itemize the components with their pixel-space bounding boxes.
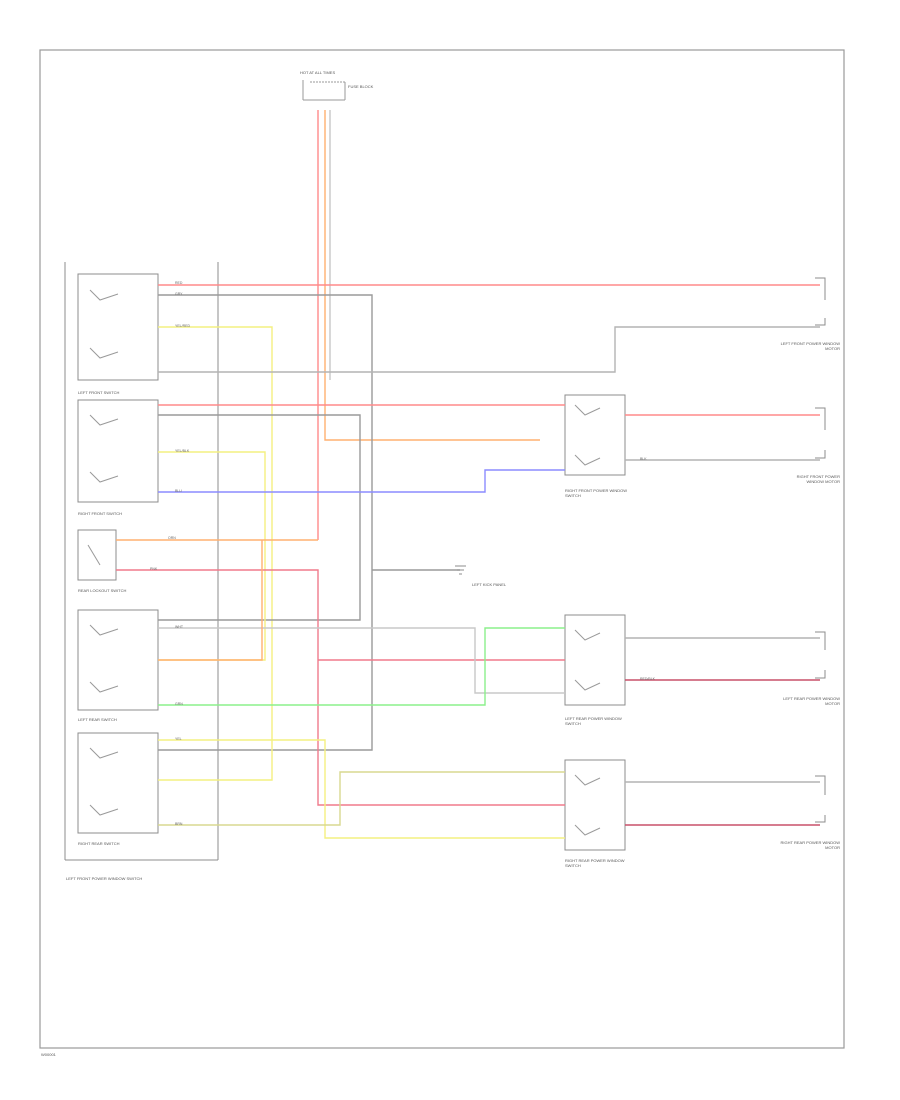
rr-wires	[158, 739, 820, 839]
lr-window-switch-box	[564, 614, 626, 706]
lf-motor-label: LEFT FRONT POWER WINDOW MOTOR	[780, 341, 840, 351]
rf-wires	[158, 404, 820, 661]
rr-window-switch-label: RIGHT REAR POWER WINDOW SWITCH	[565, 858, 625, 868]
feed-wires	[317, 110, 540, 540]
rf-window-switch-box	[564, 394, 626, 476]
wire-label-red: RED	[175, 281, 183, 285]
motor-symbols	[815, 277, 826, 823]
rf-control-label: RIGHT FRONT SWITCH	[78, 511, 123, 516]
wire-label-gray: GRY	[175, 292, 183, 296]
wire-label-green: GRN	[175, 702, 183, 706]
ground-symbol	[455, 565, 466, 575]
lr-section-label: LEFT REAR SWITCH	[78, 717, 117, 722]
fuse-label: FUSE BLOCK	[348, 84, 374, 89]
wire-label-pink: PNK	[150, 567, 158, 571]
rr-switch-box	[77, 732, 159, 834]
wire-label-blue: BLU	[175, 489, 182, 493]
wire-label-brown: BRN	[175, 822, 183, 826]
ground-label: LEFT KICK PANEL	[472, 582, 507, 587]
wire-label-yellow-black: YEL/BLK	[175, 449, 190, 453]
switch-contacts	[87, 289, 601, 836]
lr-motor-label: LEFT REAR POWER WINDOW MOTOR	[783, 696, 840, 706]
lf-switch-box	[77, 273, 159, 381]
lockout-wires	[116, 539, 565, 806]
wire-label-yellow-red: YEL/RED	[175, 324, 190, 328]
wire-label-orange: ORN	[168, 536, 176, 540]
page-border	[39, 49, 845, 1049]
rf-switch-box	[77, 399, 159, 503]
master-switch-housing	[64, 262, 219, 861]
master-switch-label: LEFT FRONT POWER WINDOW SWITCH	[66, 876, 143, 881]
rf-section-label: LEFT FRONT SWITCH	[78, 390, 120, 395]
wire-label-red-black: RED/BLK	[640, 677, 655, 681]
rr-motor-label: RIGHT REAR POWER WINDOW MOTOR	[780, 840, 840, 850]
wire-label-black: BLK	[640, 457, 647, 461]
footer-code: W00001	[41, 1052, 56, 1057]
rf-motor-label: RIGHT FRONT POWER WINDOW MOTOR	[796, 474, 840, 484]
lockout-switch-box	[77, 529, 117, 581]
lr-window-switch-label: LEFT REAR POWER WINDOW SWITCH	[565, 716, 622, 726]
fuse-panel-label: HOT AT ALL TIMES	[300, 70, 336, 75]
rf-window-switch-label: RIGHT FRONT POWER WINDOW SWITCH	[565, 488, 628, 498]
fuse-block	[302, 80, 346, 101]
lr-wires	[158, 540, 820, 706]
wire-label-yellow: YEL	[175, 737, 182, 741]
rr-section-label: RIGHT REAR SWITCH	[78, 841, 120, 846]
wire-label-white: WHT	[175, 625, 183, 629]
rr-window-switch-box	[564, 759, 626, 851]
switch-boxes	[77, 273, 626, 851]
lockout-label: REAR LOCKOUT SWITCH	[78, 588, 127, 593]
lf-wires	[158, 284, 820, 781]
